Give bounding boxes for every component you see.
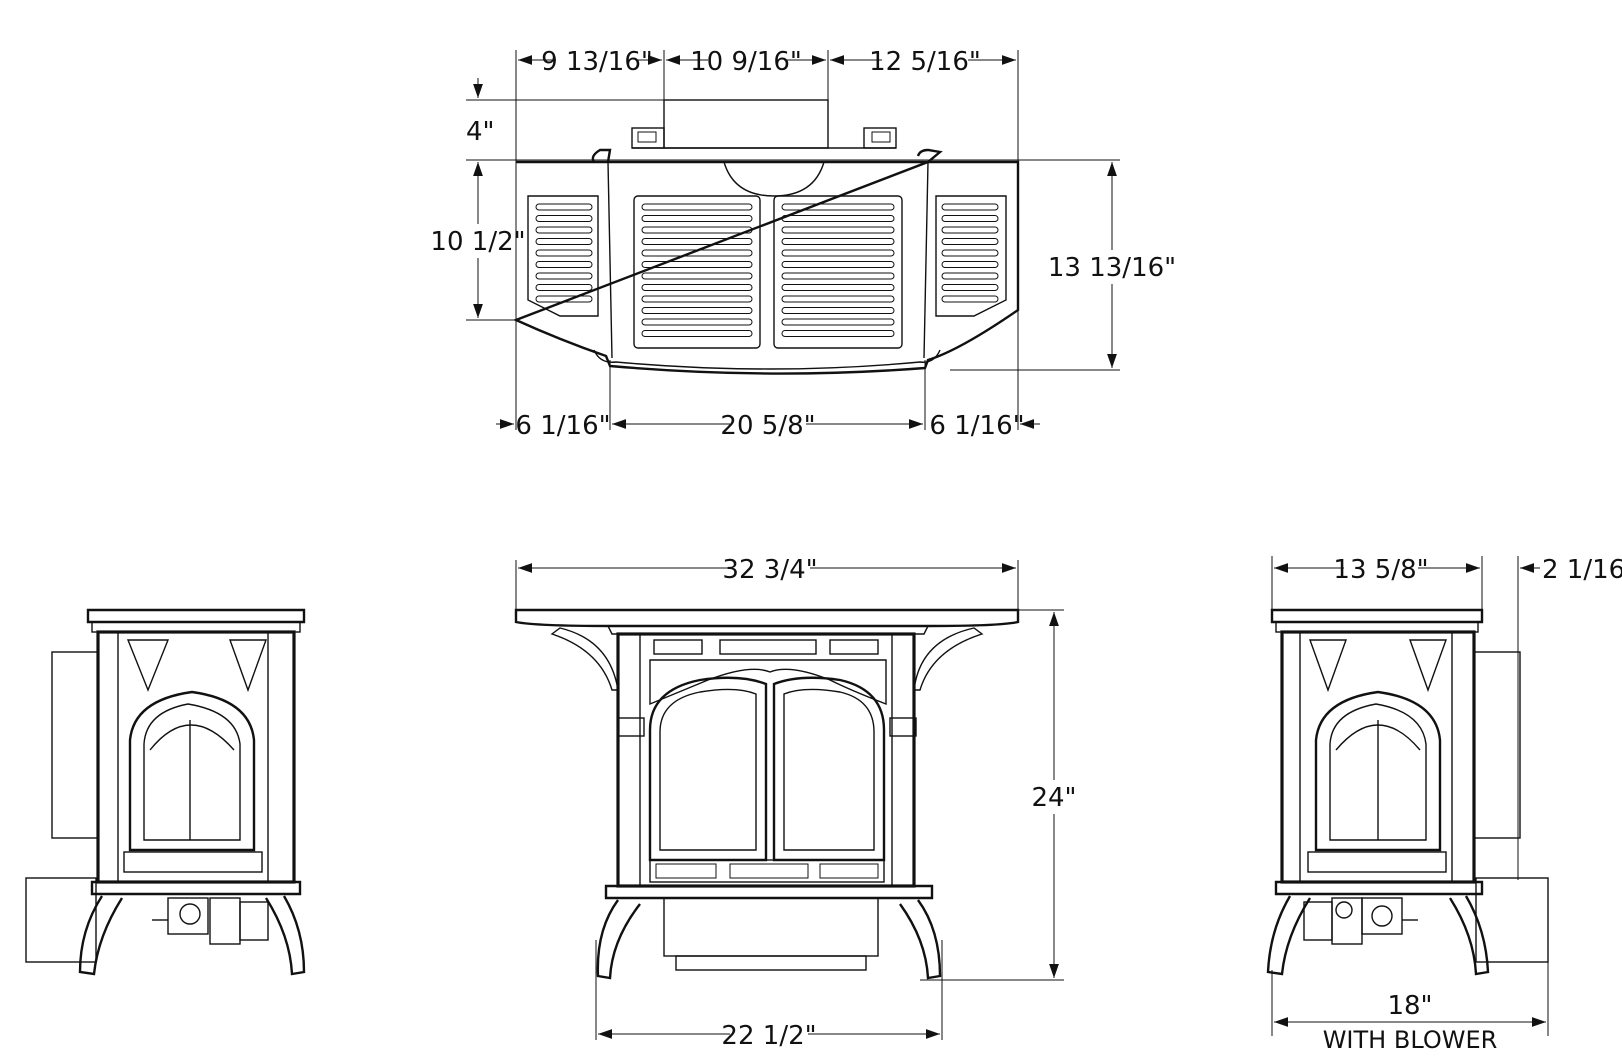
left-bracket [550, 627, 619, 691]
top-center-left-grille [633, 195, 761, 349]
front-base [604, 884, 934, 900]
grille-slat [941, 249, 999, 257]
grille-slat [641, 226, 753, 234]
grille-slat [941, 295, 999, 303]
grille-slat [535, 215, 593, 222]
top-left-grille [527, 195, 599, 317]
front-view: 32 3/4" 24" 22 1/2" [514, 554, 1077, 1051]
grille-slat [535, 284, 593, 291]
left-gas-valve [152, 897, 269, 945]
right-dim-top-width: 13 5/8" [1333, 555, 1428, 585]
grille-slat [781, 203, 895, 211]
grille-slat [535, 261, 593, 268]
top-dim-bottom-right: 6 1/16" [929, 411, 1024, 441]
top-dim-side-depth: 10 1/2" [430, 227, 525, 257]
grille-slat [641, 284, 753, 291]
grille-slat [781, 249, 895, 257]
grille-slat [535, 238, 593, 245]
top-right-grille [935, 195, 1007, 317]
grille-slat [535, 272, 593, 280]
grille-slat [781, 307, 895, 314]
grille-slat [641, 238, 753, 245]
grille-slat [781, 215, 895, 222]
top-view: 9 13/16" 10 9/16" 12 5/16" 4" 10 1/2" 13… [430, 46, 1176, 441]
grille-slat [641, 295, 753, 303]
top-dim-total-depth: 13 13/16" [1048, 253, 1176, 283]
grille-slat [941, 203, 999, 211]
grille-slat [641, 307, 753, 314]
front-left-leg [596, 899, 641, 980]
grille-slat [641, 318, 753, 326]
right-side-window [1314, 690, 1442, 852]
grille-slat [781, 330, 895, 337]
front-top-plate [514, 608, 1020, 628]
grille-slat [781, 272, 895, 280]
grille-slat [641, 203, 753, 211]
grille-slat [781, 238, 895, 245]
right-dim-offset: 2 1/16" [1542, 555, 1622, 585]
right-dim-depth: 18" [1387, 991, 1432, 1021]
grille-slat [535, 249, 593, 257]
right-side-view: 13 5/8" 2 1/16" 18" WITH BLOWER [1266, 554, 1622, 1054]
left-blower-housing [25, 877, 97, 963]
right-side-leg-a [1266, 895, 1312, 976]
right-bracket [913, 627, 984, 691]
flue-collar [663, 99, 829, 149]
grille-slat [941, 226, 999, 234]
grille-slat [941, 272, 999, 280]
grille-slat [641, 330, 753, 337]
right-side-leg-b [1448, 895, 1490, 976]
grille-slat [781, 226, 895, 234]
front-right-door [772, 676, 886, 862]
grille-slat [781, 318, 895, 326]
grille-slat [941, 261, 999, 268]
right-gas-valve [1303, 897, 1418, 945]
grille-slat [535, 295, 593, 303]
front-left-door [648, 676, 768, 862]
front-dim-height: 24" [1031, 783, 1076, 813]
front-right-leg [899, 899, 942, 980]
grille-slat [641, 215, 753, 222]
right-dim-depth-note: WITH BLOWER [1323, 1026, 1498, 1054]
left-side-window [128, 690, 256, 852]
right-side-blower-panel [1473, 651, 1521, 839]
grille-slat [941, 238, 999, 245]
left-side-leg-a [78, 895, 124, 976]
top-dim-right: 12 5/16" [869, 47, 981, 77]
grille-slat [535, 203, 593, 211]
grille-slat [781, 295, 895, 303]
grille-slat [641, 261, 753, 268]
left-side-view [25, 608, 306, 976]
grille-slat [641, 249, 753, 257]
top-dim-bottom-left: 6 1/16" [515, 411, 610, 441]
top-dim-left: 9 13/16" [541, 47, 653, 77]
top-center-right-grille [773, 195, 903, 349]
top-dim-middle: 10 9/16" [690, 47, 802, 77]
left-side-blower-panel [51, 651, 99, 839]
grille-slat [781, 284, 895, 291]
grille-slat [941, 215, 999, 222]
grille-slat [941, 284, 999, 291]
grille-slat [535, 226, 593, 234]
top-dim-collar-offset: 4" [466, 117, 495, 147]
grille-slat [641, 272, 753, 280]
right-blower-housing [1475, 877, 1549, 963]
ash-pan [663, 897, 879, 957]
top-view-body [512, 148, 1020, 375]
top-dim-bottom-center: 20 5/8" [720, 411, 815, 441]
front-dim-top-width: 32 3/4" [722, 555, 817, 585]
front-dim-leg-width: 22 1/2" [721, 1021, 816, 1051]
grille-slat [781, 261, 895, 268]
left-side-leg-b [264, 895, 306, 976]
left-side-body [96, 630, 296, 884]
